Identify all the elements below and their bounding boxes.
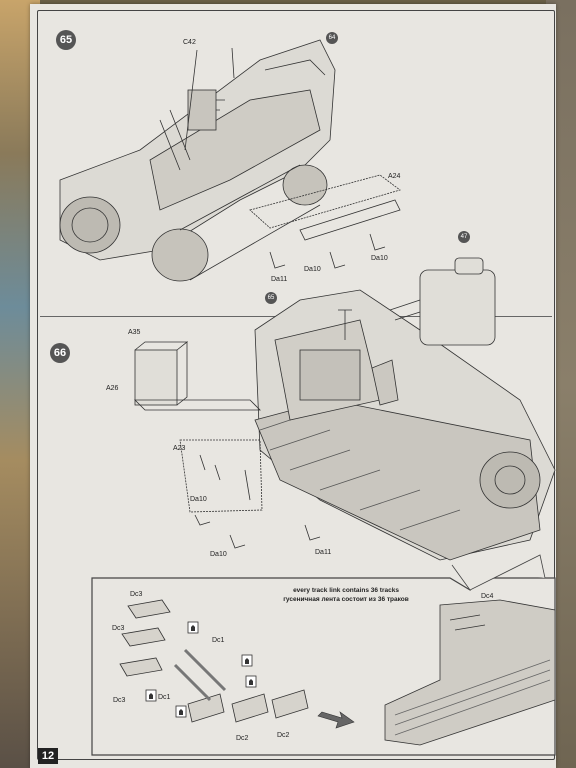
glue-icon (187, 621, 199, 634)
part-label: Dc3 (113, 697, 126, 704)
part-label: Dc1 (212, 637, 225, 644)
part-label: Dc4 (481, 593, 494, 600)
page-number: 12 (38, 748, 58, 764)
part-label: Dc3 (112, 625, 125, 632)
glue-icon (175, 705, 187, 718)
part-label: Da10 (304, 266, 321, 273)
step-number-badge: 65 (56, 30, 76, 50)
step-number-badge: 66 (50, 343, 70, 363)
part-label: A26 (106, 385, 119, 392)
part-label: Da10 (210, 551, 227, 558)
part-label: C42 (183, 39, 196, 46)
glue-icon (145, 689, 157, 702)
track-detail-box (91, 554, 556, 756)
part-label: Dc1 (158, 694, 171, 701)
reference-step-badge: 65 (265, 292, 277, 304)
glue-icon (245, 675, 257, 688)
step66-tractor-drawing (134, 257, 556, 561)
track-count-note-ru: гусеничная лента состоит из 36 траков (283, 596, 409, 603)
part-label: Dc2 (236, 735, 249, 742)
part-label: Da10 (190, 496, 207, 503)
arrow-right-icon (317, 711, 355, 729)
glue-icon (241, 654, 253, 667)
reference-step-badge: 47 (458, 231, 470, 243)
part-label: Dc2 (277, 732, 290, 739)
part-label: A35 (128, 329, 141, 336)
part-label: Da11 (315, 549, 332, 556)
track-count-note-en: every track link contains 36 tracks (293, 587, 399, 594)
step65-tractor-drawing (59, 39, 401, 282)
part-label: Da11 (271, 276, 288, 283)
part-label: A24 (388, 173, 401, 180)
part-label: A23 (173, 445, 186, 452)
part-label: Dc3 (130, 591, 143, 598)
part-label: Da10 (371, 255, 388, 262)
page-frame (37, 10, 555, 760)
reference-step-badge: 64 (326, 32, 338, 44)
